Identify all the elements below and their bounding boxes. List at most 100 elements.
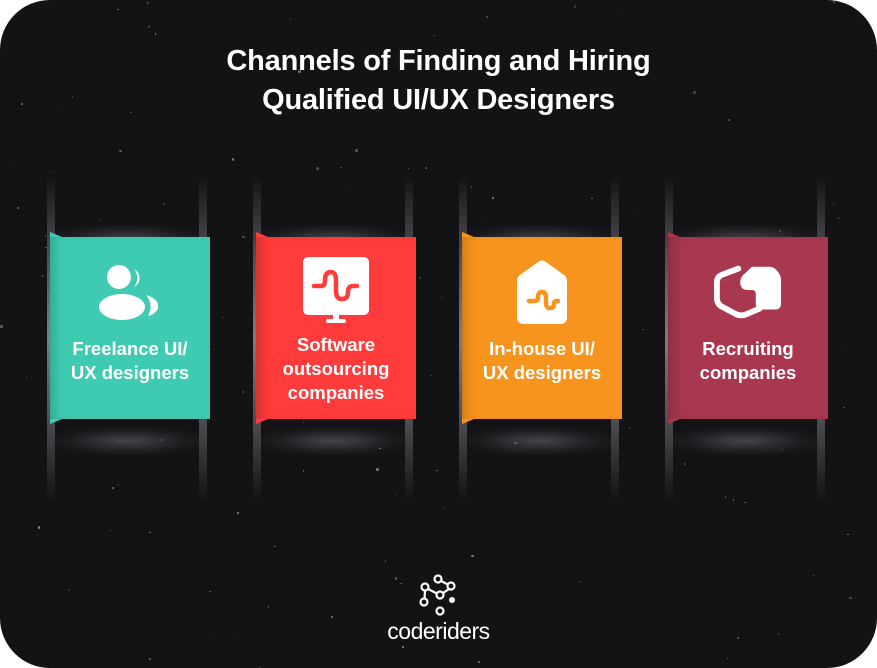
star xyxy=(149,658,151,660)
star xyxy=(109,529,112,532)
star xyxy=(386,50,388,52)
star xyxy=(419,277,421,279)
channel-card: Freelance UI/ UX designers xyxy=(50,237,210,419)
glow-bottom xyxy=(260,427,406,455)
star xyxy=(617,9,620,12)
star xyxy=(554,97,557,100)
star xyxy=(642,328,644,331)
star xyxy=(25,376,28,379)
star xyxy=(376,468,379,471)
star xyxy=(61,107,64,110)
channel-label: Freelance UI/ UX designers xyxy=(70,338,190,383)
star xyxy=(843,406,845,409)
star xyxy=(849,596,852,600)
users-icon xyxy=(95,259,165,325)
star xyxy=(111,486,115,490)
star xyxy=(522,95,524,98)
star xyxy=(302,421,305,423)
title-line-2: Qualified UI/UX Designers xyxy=(262,84,615,116)
star xyxy=(478,661,480,663)
star xyxy=(407,167,410,170)
star xyxy=(267,606,270,608)
channel-recruiting: Recruiting companies xyxy=(662,175,828,500)
star xyxy=(37,526,41,529)
star xyxy=(355,149,358,152)
star xyxy=(394,577,398,580)
star xyxy=(395,493,398,496)
channel-card: Recruiting companies xyxy=(668,237,828,419)
star xyxy=(737,637,739,639)
star xyxy=(425,167,427,169)
star xyxy=(98,219,101,221)
star xyxy=(11,163,14,166)
star xyxy=(67,588,71,592)
glow-bottom xyxy=(466,427,612,455)
star xyxy=(440,296,443,299)
star xyxy=(847,533,849,536)
star xyxy=(147,25,151,28)
star xyxy=(492,197,494,199)
star xyxy=(744,501,746,504)
star xyxy=(3,653,5,656)
star xyxy=(44,235,47,237)
star xyxy=(470,186,473,188)
star xyxy=(635,213,638,216)
star xyxy=(237,512,239,514)
star xyxy=(837,217,840,219)
star xyxy=(298,70,301,73)
star xyxy=(684,463,686,465)
star xyxy=(405,104,408,107)
star xyxy=(728,119,730,121)
page-title: Channels of Finding and Hiring Qualified… xyxy=(0,42,877,120)
star xyxy=(222,316,224,319)
monitor-wave-icon xyxy=(301,257,371,325)
star xyxy=(589,105,591,108)
star xyxy=(724,496,727,498)
star xyxy=(209,590,211,593)
star xyxy=(577,103,581,106)
star xyxy=(49,171,52,174)
star xyxy=(726,657,729,660)
house-wave-icon xyxy=(507,259,577,325)
star xyxy=(21,103,23,105)
channel-label: Recruiting companies xyxy=(699,338,797,383)
star xyxy=(16,206,20,210)
brand: coderiders xyxy=(0,574,877,645)
star xyxy=(628,427,631,429)
star xyxy=(433,34,435,37)
star xyxy=(233,638,236,641)
star xyxy=(841,343,844,346)
star xyxy=(117,483,120,486)
star xyxy=(384,560,387,562)
glow-bottom xyxy=(672,427,818,455)
star xyxy=(777,633,780,635)
star xyxy=(543,66,545,68)
star xyxy=(274,545,276,548)
channel-freelance: Freelance UI/ UX designers xyxy=(44,175,210,500)
star xyxy=(348,189,351,192)
title-line-1: Channels of Finding and Hiring xyxy=(226,45,651,77)
star xyxy=(41,275,44,277)
star xyxy=(333,60,335,62)
star xyxy=(463,630,465,632)
star xyxy=(231,158,235,161)
star xyxy=(71,96,74,98)
star xyxy=(436,469,438,472)
channel-label: In-house UI/ UX designers xyxy=(482,338,602,383)
star xyxy=(154,33,157,35)
star xyxy=(579,580,581,583)
star xyxy=(479,220,482,223)
star xyxy=(210,633,213,636)
star xyxy=(331,616,333,618)
channel-card: Software outsourcing companies xyxy=(256,237,416,419)
channel-label: Software outsourcing companies xyxy=(282,334,390,403)
star xyxy=(732,499,735,501)
star xyxy=(0,325,3,328)
brand-name: coderiders xyxy=(387,618,490,644)
star xyxy=(547,57,550,61)
network-nodes-icon xyxy=(418,574,456,616)
star xyxy=(146,2,149,4)
star xyxy=(242,235,245,239)
star xyxy=(289,18,292,20)
handshake-icon xyxy=(713,259,783,325)
